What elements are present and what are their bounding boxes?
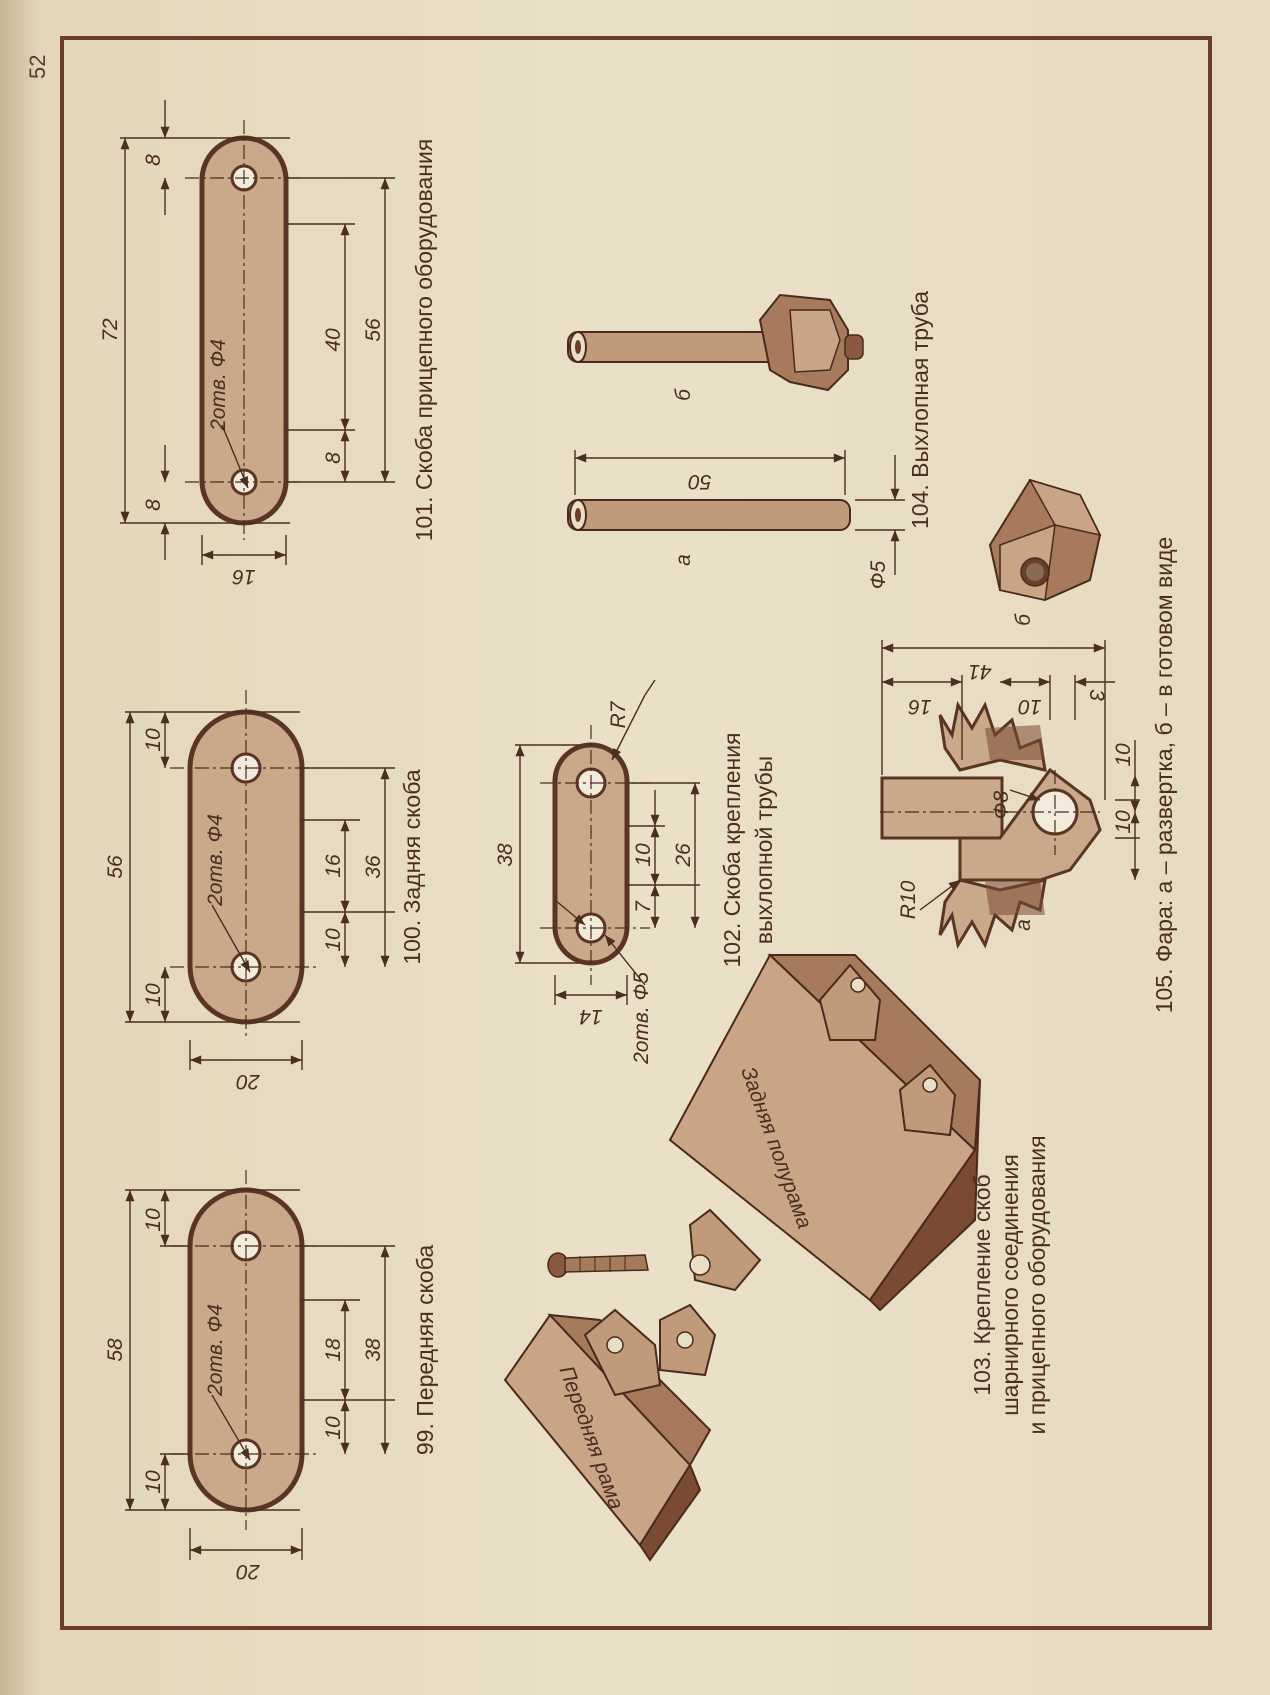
fig101-dim-inner-a: 8 [322, 452, 345, 464]
fig104-label-b: б [672, 388, 695, 401]
fig99-drawing: 58 10 10 10 18 38 20 2отв. Ф4 99. Передн… [104, 1170, 438, 1583]
fig103-bolt [547, 1252, 649, 1278]
fig105-dim-c: 3 [1085, 689, 1108, 701]
page-number: 52 [25, 54, 50, 79]
fig104-caption: 104. Выхлопная труба [907, 291, 933, 529]
fig105-dim-total: 41 [968, 660, 991, 683]
fig103-hinge-front [583, 1308, 662, 1397]
fig99-dim-end-top: 10 [142, 1208, 165, 1232]
fig99-dim-inner-a: 10 [322, 1416, 345, 1440]
fig99-dim-inner-b: 18 [322, 1338, 345, 1362]
fig100-dim-width: 20 [236, 1070, 261, 1093]
fig99-caption: 99. Передняя скоба [412, 1245, 438, 1455]
fig103-caption-line3: и прицепного оборудования [1024, 1135, 1050, 1434]
fig100-dim-end-top: 10 [142, 728, 165, 752]
fig99-dim-width: 20 [236, 1560, 261, 1583]
fig102-dim-width: 14 [579, 1005, 602, 1028]
fig101-dim-width: 16 [232, 565, 256, 588]
fig102-dim-radius: R7 [607, 700, 630, 728]
fig105-caption: 105. Фара: а – развертка, б – в готовом … [1151, 537, 1177, 1014]
fig103-caption-line2: шарнирного соединения [997, 1154, 1023, 1416]
fig100-hole-note: 2отв. Ф4 [204, 814, 227, 907]
fig102-hole-note: 2отв. Ф5 [630, 972, 653, 1065]
fig101-dim-total: 72 [99, 318, 122, 342]
fig103-drawing: Задняя полурама Передняя рама 103. Крепл… [503, 953, 1050, 1562]
fig105-drawing: 41 16 10 3 Ф8 R10 10 10 а б 105. Фара: а… [880, 478, 1177, 1014]
fig101-hole-note: 2отв. Ф4 [207, 339, 230, 432]
fig99-dim-inner-c: 38 [362, 1338, 385, 1362]
fig105-dim-radius: R10 [897, 880, 920, 919]
fig103-hinge-back [688, 1208, 762, 1292]
fig101-dim-end-top: 8 [142, 154, 165, 166]
fig105-dim-hole: Ф8 [990, 790, 1013, 819]
fig102-dim-inner-c: 26 [672, 843, 695, 868]
fig99-hole-note: 2отв. Ф4 [204, 1304, 227, 1397]
fig100-dim-inner-a: 10 [322, 928, 345, 952]
fig100-drawing: 56 10 10 10 16 36 20 2отв. Ф4 100. Задня… [104, 690, 425, 1093]
sheet-frame [60, 36, 1212, 1630]
fig102-dim-inner-b: 10 [632, 843, 655, 867]
fig105-label-a: а [1012, 919, 1035, 931]
fig100-dim-inner-c: 36 [362, 855, 385, 879]
fig101-caption: 101. Скоба прицепного оборудования [411, 139, 437, 542]
fig103-caption-line1: 103. Крепление скоб [969, 1174, 995, 1395]
fig102-dim-total: 38 [494, 843, 517, 867]
fig102-dim-inner-a: 7 [632, 900, 655, 913]
fig101-drawing: 72 8 8 8 40 56 16 2отв. Ф4 101. Скоба пр… [99, 100, 437, 588]
fig101-dim-inner-c: 56 [362, 318, 385, 342]
fig102-drawing: 38 R7 10 7 26 14 2отв. Ф5 102. Скоба кре… [494, 679, 777, 1065]
fig99-dim-end-bottom: 10 [142, 1470, 165, 1494]
fig100-dim-inner-b: 16 [322, 854, 345, 878]
fig100-dim-total: 56 [104, 855, 127, 879]
fig104-dim-diameter: Ф5 [867, 560, 890, 589]
fig100-dim-end-bottom: 10 [142, 983, 165, 1007]
fig105-label-b: б [1012, 613, 1035, 626]
fig105-dim-d: 10 [1112, 743, 1135, 767]
fig104-dim-length: 50 [688, 470, 712, 493]
fig101-dim-end-bottom: 8 [142, 499, 165, 511]
fig104-label-a: а [672, 554, 695, 566]
fig105-dim-a: 16 [908, 695, 932, 718]
fig105-dim-e: 10 [1112, 810, 1135, 834]
fig100-caption: 100. Задняя скоба [399, 769, 425, 965]
fig101-dim-inner-b: 40 [322, 328, 345, 352]
fig99-dim-total: 58 [104, 1338, 127, 1362]
fig104-drawing: 50 Ф5 а б 104. Выхлопная труба [567, 291, 933, 589]
fig105-bar [880, 776, 1004, 840]
fig102-caption-line1: 102. Скоба крепления [719, 732, 745, 967]
fig102-caption-line2: выхлопной трубы [751, 756, 777, 944]
fig105-dim-b: 10 [1018, 695, 1042, 718]
fig104-pipe-a [567, 499, 851, 531]
